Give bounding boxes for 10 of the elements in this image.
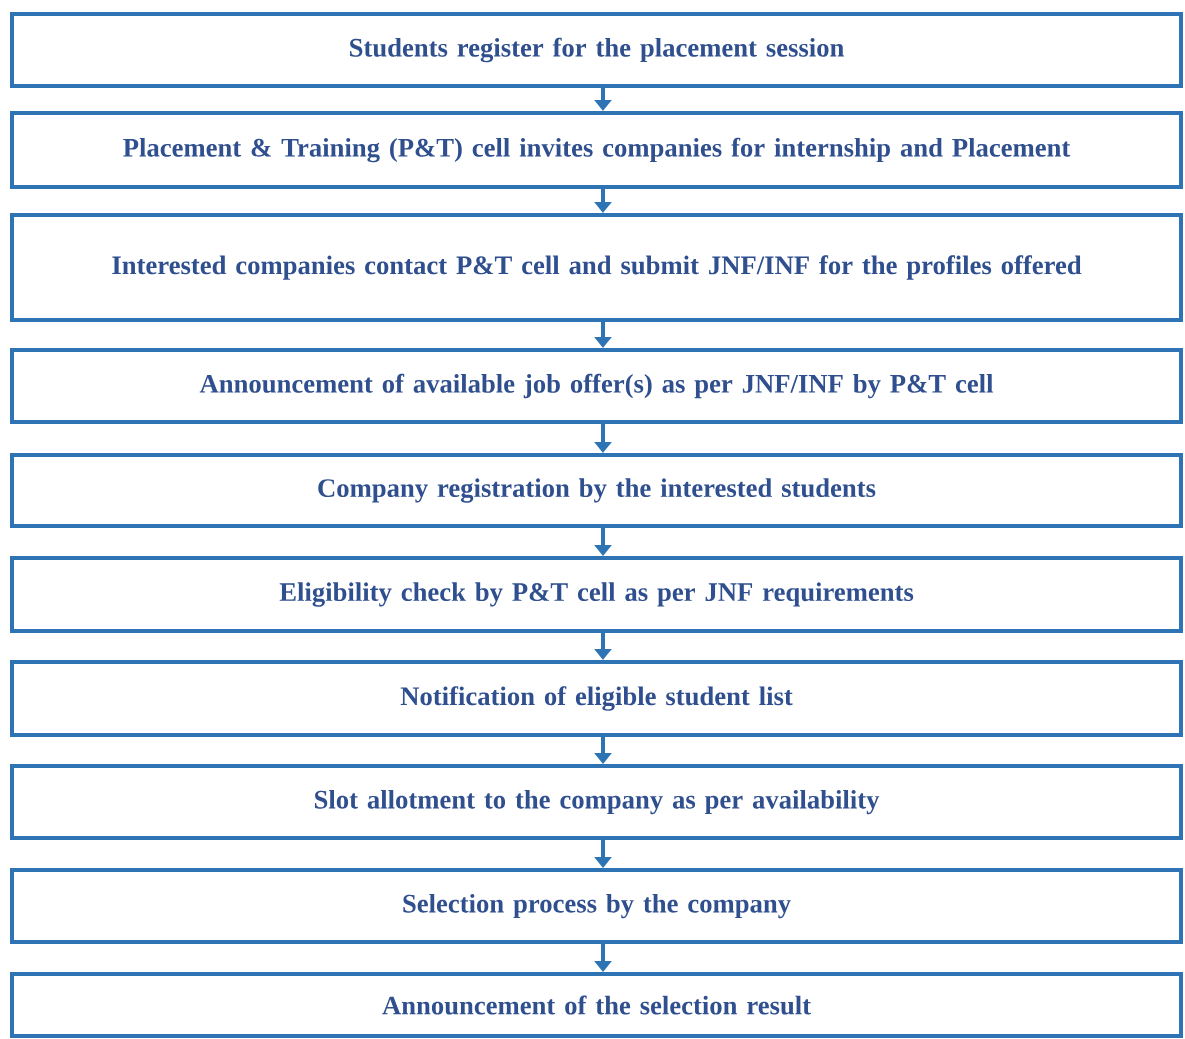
process-box: Eligibility check by P&T cell as per JNF requirements [10,556,1183,633]
process-box: Selection process by the company [10,868,1183,944]
process-box: Announcement of available job offer(s) as per JNF/INF by P&T cell [10,348,1183,424]
process-box: Placement & Training (P&T) cell invites companies for internship and Placement [10,111,1183,189]
process-box: Company registration by the interested students [10,453,1183,528]
process-box: Interested companies contact P&T cell and submit JNF/INF for the profiles offered [10,213,1183,322]
process-box: Notification of eligible student list [10,660,1183,737]
process-box: Slot allotment to the company as per availability [10,764,1183,840]
process-box: Students register for the placement session [10,12,1183,88]
process-box: Announcement of the selection result [10,972,1183,1038]
